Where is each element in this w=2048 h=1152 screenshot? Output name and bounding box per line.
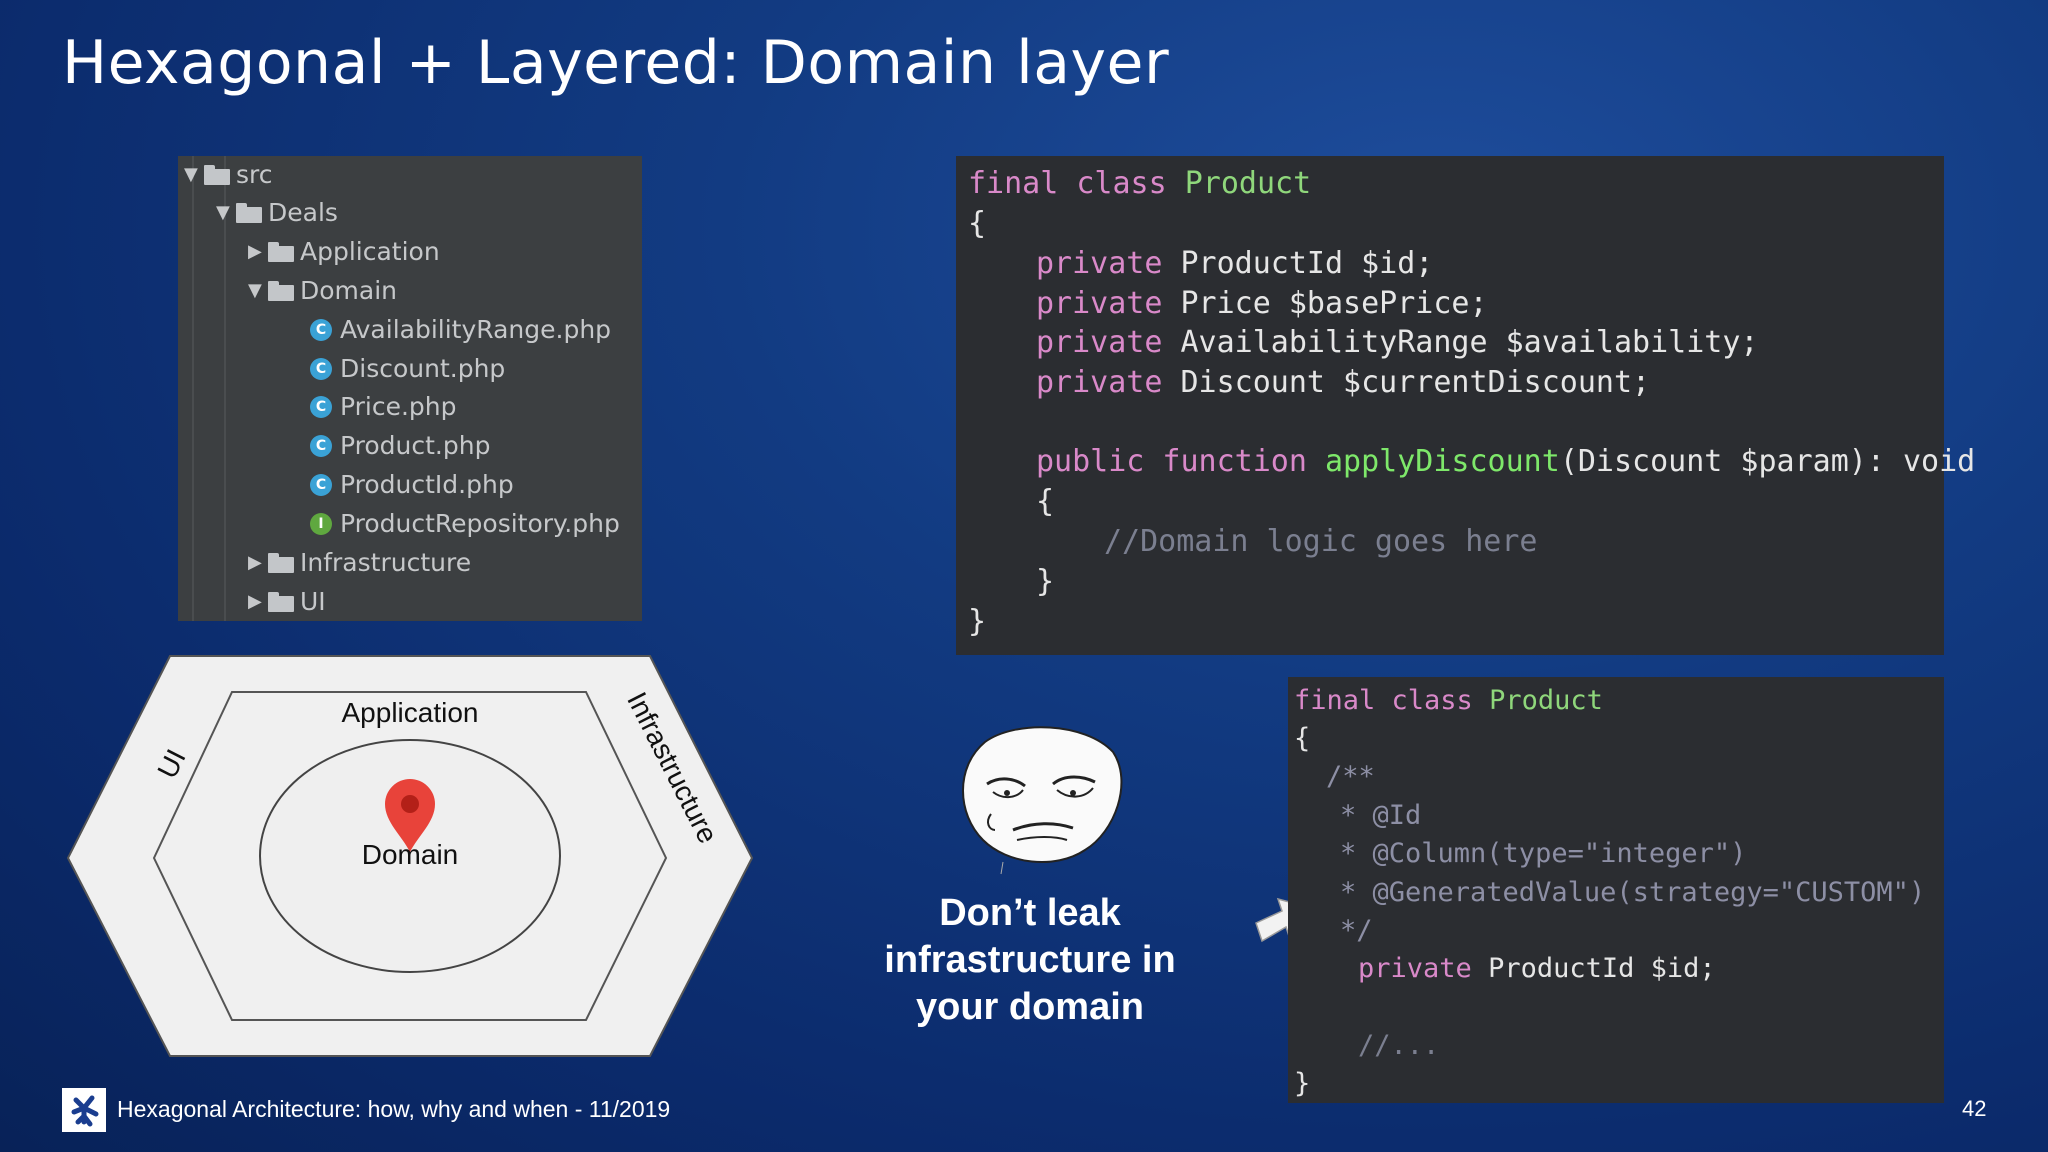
php-interface-icon: I [310,513,332,535]
tree-item-infrastructure[interactable]: ▶ Infrastructure [248,544,471,582]
tree-item-src[interactable]: ▼ src [184,156,273,194]
folder-icon [268,281,294,301]
tree-item-availabilityrange[interactable]: C AvailabilityRange.php [310,311,611,349]
tree-item-deals[interactable]: ▼ Deals [216,194,338,232]
tree-item-price[interactable]: C Price.php [310,388,457,426]
file-tree: ▼ src ▼ Deals ▶ Application ▼ Domain C A… [178,156,642,621]
footer-text: Hexagonal Architecture: how, why and whe… [117,1096,671,1122]
tree-item-ui[interactable]: ▶ UI [248,583,326,621]
location-pin-icon [385,779,435,852]
php-class-icon: C [310,435,332,457]
application-label: Application [342,697,479,728]
tree-item-productid[interactable]: C ProductId.php [310,466,514,504]
meme-face-image [962,726,1123,875]
company-logo-icon [62,1088,106,1132]
expanded-arrow-icon: ▼ [184,164,198,185]
folder-icon [268,242,294,262]
tree-item-discount[interactable]: C Discount.php [310,350,505,388]
folder-icon [268,553,294,573]
php-class-icon: C [310,319,332,341]
tree-item-domain[interactable]: ▼ Domain [248,272,397,310]
tree-item-productrepository[interactable]: I ProductRepository.php [310,505,620,543]
hexagon-diagram: UI Application Infrastructure Domain [66,655,754,1057]
folder-icon [204,165,230,185]
code-block-product-annotations: final class Product { /** * @Id * @Colum… [1288,677,1944,1103]
slide-title: Hexagonal + Layered: Domain layer [62,28,1170,98]
php-class-icon: C [310,358,332,380]
expanded-arrow-icon: ▼ [248,280,262,301]
tree-item-product[interactable]: C Product.php [310,427,490,465]
collapsed-arrow-icon: ▶ [248,591,262,612]
expanded-arrow-icon: ▼ [216,202,230,223]
tree-item-application[interactable]: ▶ Application [248,233,440,271]
php-class-icon: C [310,474,332,496]
folder-icon [268,592,294,612]
meme-caption: Don’t leak infrastructure in your domain [884,892,1176,1028]
collapsed-arrow-icon: ▶ [248,552,262,573]
folder-icon [236,203,262,223]
domain-circle [259,739,561,973]
page-number: 42 [1962,1096,1987,1121]
domain-label: Domain [362,839,458,870]
code-block-product-class: final class Product { private ProductId … [956,156,1975,655]
php-class-icon: C [310,396,332,418]
collapsed-arrow-icon: ▶ [248,241,262,262]
